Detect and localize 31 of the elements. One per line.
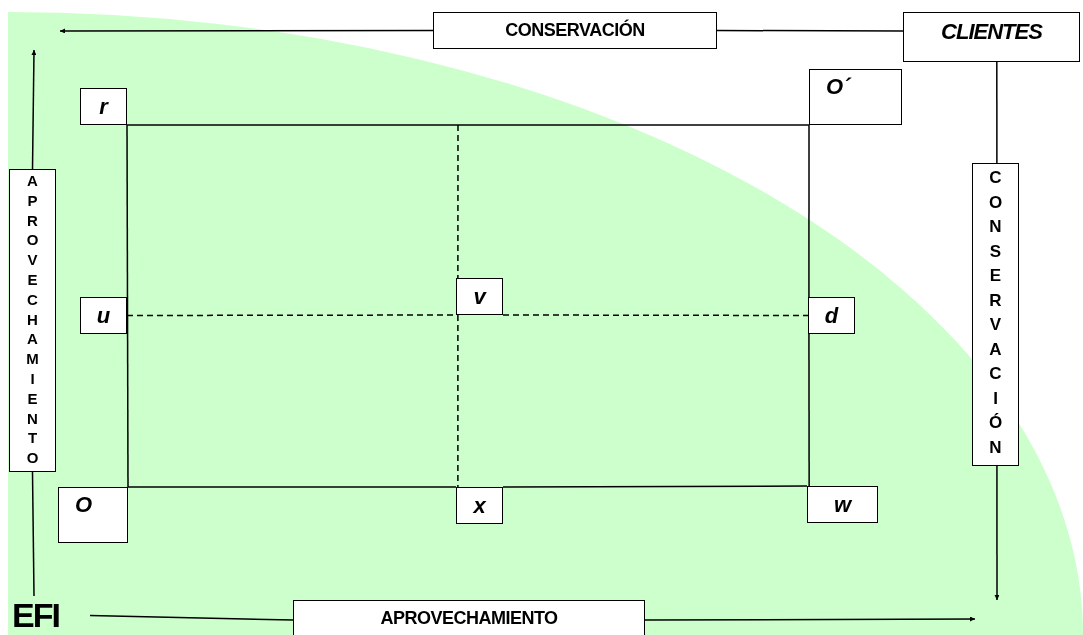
label-box: CONSERVACIÓN bbox=[433, 12, 717, 49]
letter-box: d bbox=[808, 297, 855, 334]
dashed-line bbox=[502, 314, 809, 317]
connector-line bbox=[126, 124, 810, 126]
letter-box: O bbox=[58, 487, 128, 543]
connector-line bbox=[126, 124, 129, 488]
connector-line bbox=[127, 486, 457, 488]
vertical-label-box: CONSERVACIÓN bbox=[972, 163, 1019, 466]
letter-box: u bbox=[80, 297, 127, 334]
arrow bbox=[994, 465, 1000, 601]
label-box: APROVECHAMIENTO bbox=[293, 600, 645, 635]
letter-box: x bbox=[456, 487, 503, 524]
vertical-label-box: APROVECHAMIENTO bbox=[9, 169, 56, 472]
connector-line bbox=[89, 614, 294, 621]
connector-line bbox=[31, 471, 35, 597]
letter-box: r bbox=[80, 88, 127, 125]
connector-line bbox=[808, 333, 810, 487]
bare-label: EFI bbox=[10, 596, 59, 635]
letter-box: w bbox=[807, 486, 878, 523]
dashed-line bbox=[457, 124, 459, 279]
connector-line bbox=[502, 485, 808, 488]
connector-line bbox=[996, 61, 998, 164]
dashed-line bbox=[457, 314, 459, 488]
arrow bbox=[31, 49, 37, 170]
label-box: CLIENTES bbox=[903, 12, 1080, 62]
letter-box: v bbox=[456, 278, 503, 315]
connector-line bbox=[716, 29, 904, 32]
letter-box: O´ bbox=[809, 69, 902, 125]
arrow bbox=[59, 28, 434, 34]
connector-line bbox=[808, 124, 810, 298]
arrow bbox=[644, 616, 976, 622]
